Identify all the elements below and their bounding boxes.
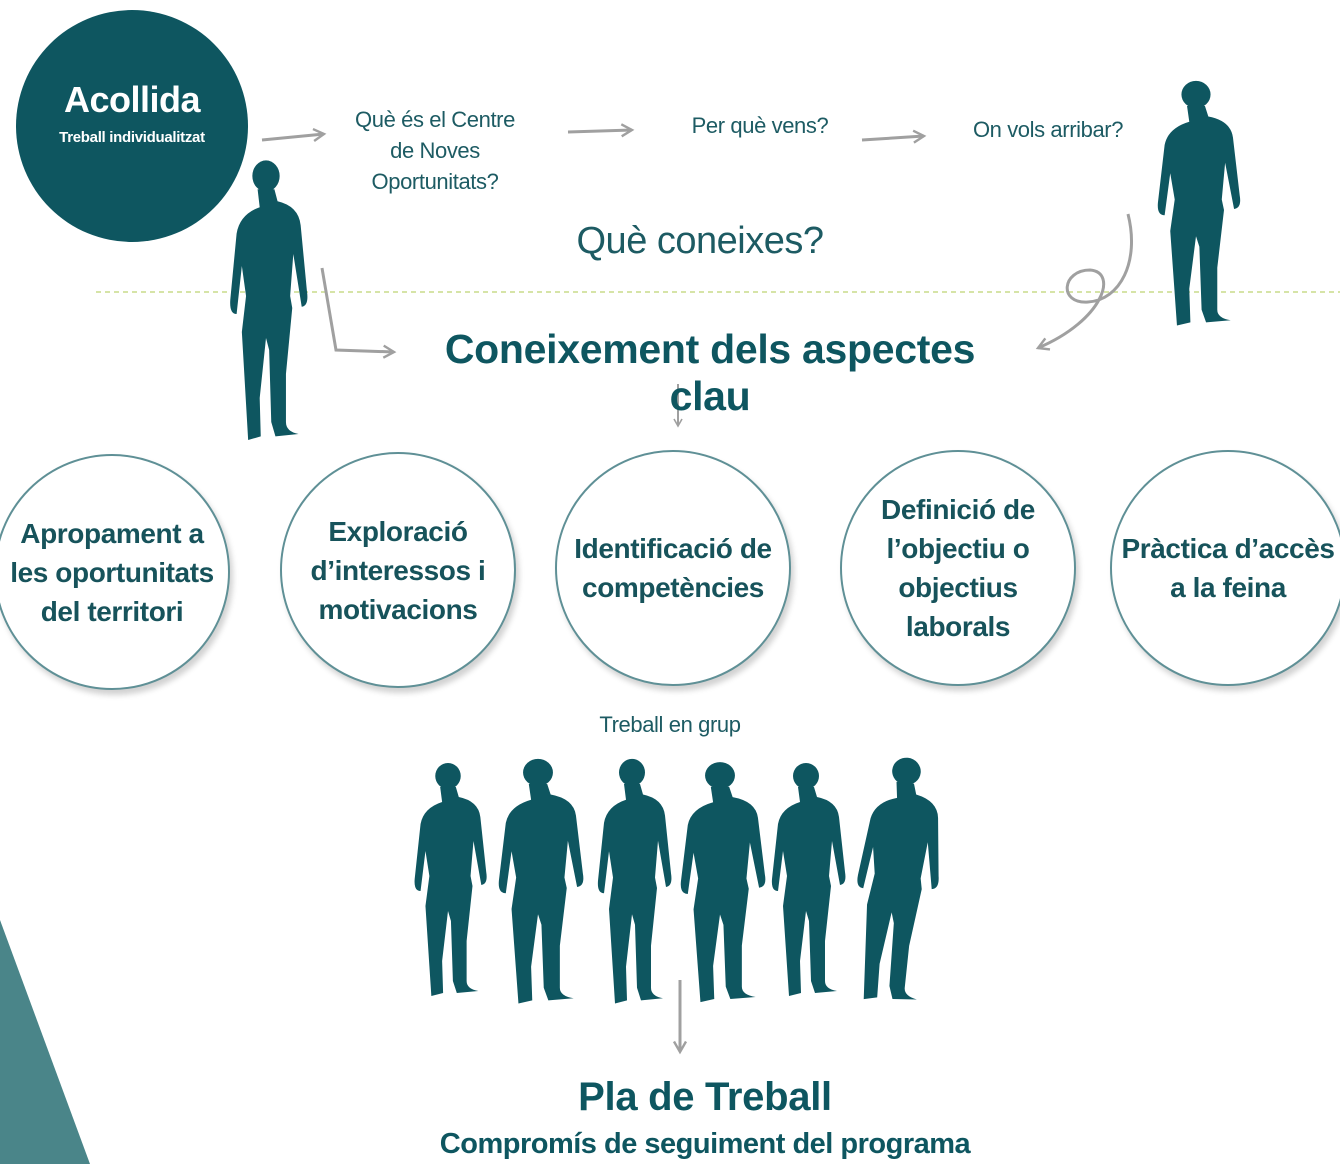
circle-definicio: Definició de l’objectiu o objectius labo… [840,450,1076,686]
circle-exploracio: Exploració d’interessos i motivacions [280,452,516,688]
que-coneixes-heading: Què coneixes? [576,220,825,262]
acollida-circle: Acollida Treball individualitzat [16,10,248,242]
person-silhouette-icon [498,758,584,1004]
circle-label: Exploració d’interessos i motivacions [310,515,486,625]
circle-apropament: Apropament a les oportunitats del territ… [0,454,230,690]
person-silhouette-icon [771,763,846,996]
person-silhouette-icon [680,762,766,1003]
acollida-title: Acollida [63,78,201,120]
coneixement-heading: Coneixement dels aspectes clau [444,326,976,419]
person-silhouette-icon [414,763,487,996]
question-on-vols: On vols arribar? [972,117,1124,142]
person-silhouette-icon [844,753,952,1006]
arrow-icon [261,127,327,142]
acollida-subtitle: Treball individualitzat [59,128,205,146]
circle-identificacio: Identificació de competències [555,450,791,686]
pla-de-treball-subtitle: Compromís de seguiment del programa [439,1128,971,1160]
circle-label: Identificació de competències [574,533,772,603]
question-centre: Què és el Centre de Noves Oportunitats? [355,107,515,194]
woman-silhouette-icon [230,160,308,440]
treball-en-grup-label: Treball en grup [599,712,741,737]
loop-arrow-icon [1035,213,1133,351]
man-silhouette-icon [1157,80,1241,326]
circle-label: Pràctica d’accès a la feina [1121,533,1335,603]
arrow-icon [567,123,635,138]
pla-de-treball-title: Pla de Treball [578,1075,832,1119]
circle-practica: Pràctica d’accès a la feina [1110,450,1340,686]
elbow-arrow-icon [320,267,397,359]
corner-triangle-shape [0,920,90,1164]
arrow-icon [861,129,927,144]
person-silhouette-icon [597,758,672,1004]
circle-label: Definició de l’objectiu o objectius labo… [881,494,1035,642]
question-per-que: Per què vens? [691,113,829,138]
circle-label: Apropament a les oportunitats del territ… [10,517,214,627]
